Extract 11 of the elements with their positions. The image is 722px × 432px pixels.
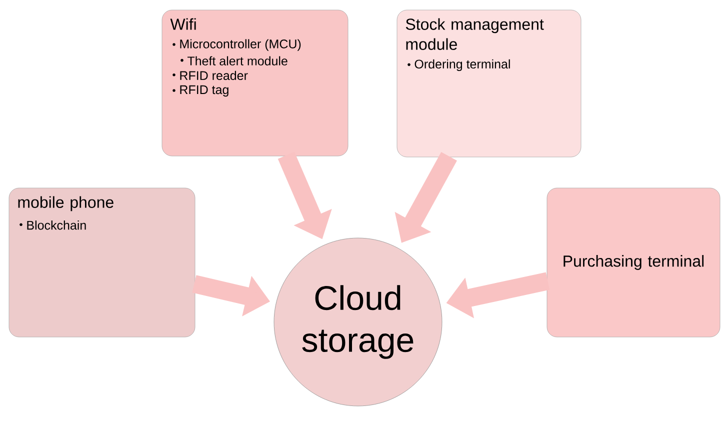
bullet-item: RFID tag [172,85,228,97]
bullet-item: RFID reader [172,70,248,80]
box-heading: Stock management module [406,18,544,50]
box-heading: Wifi [170,18,196,30]
box-label: Purchasing terminal [564,255,704,270]
box-heading: mobile phone [18,196,114,212]
bullet-item: Microcontroller (MCU) [172,39,301,51]
bullet-item: Blockchain [20,220,86,230]
bullet-item: Ordering terminal [408,59,510,71]
circle-label: Cloud storage [302,285,414,359]
bullet-item: Theft alert module [180,56,288,66]
